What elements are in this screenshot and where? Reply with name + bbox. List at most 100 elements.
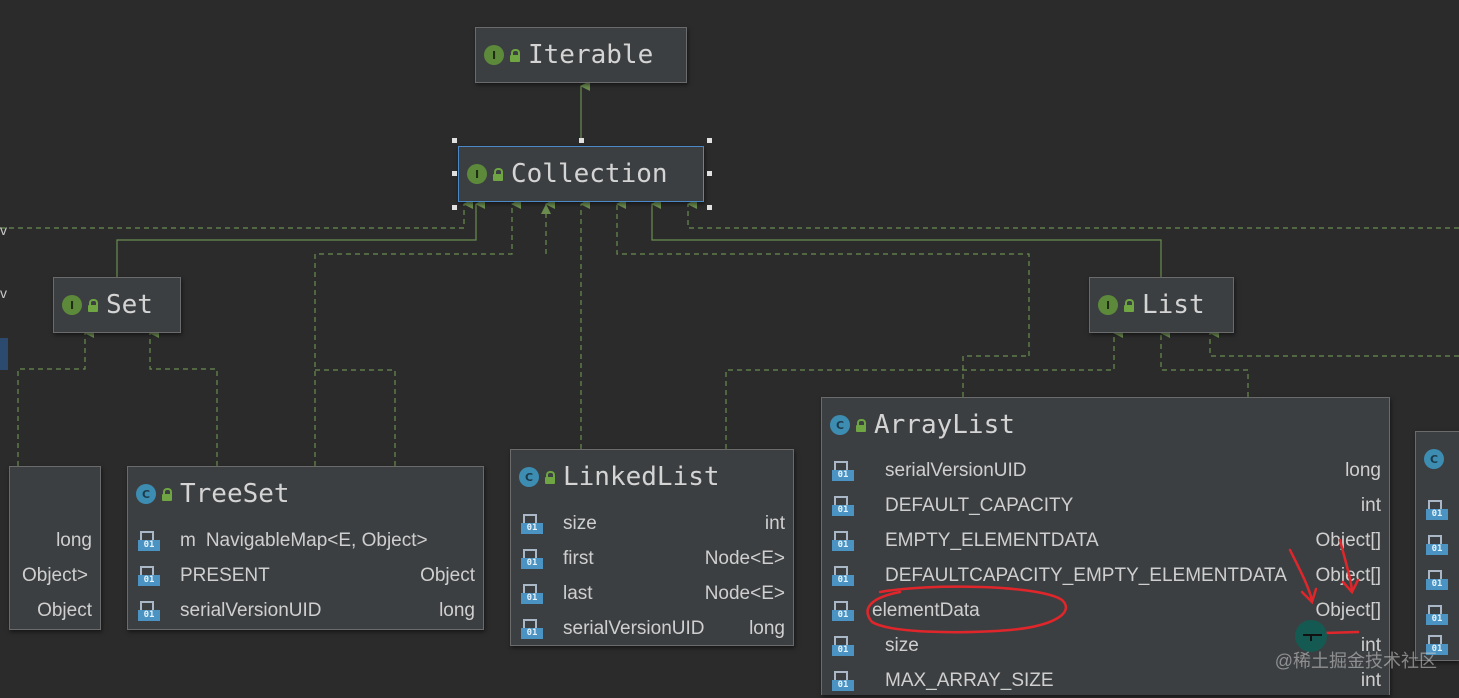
field-row: 01 first Node<E>: [511, 541, 793, 576]
edge-treeset-set: [149, 328, 218, 466]
field-row: 01: [1416, 527, 1459, 562]
lock-icon: [856, 418, 866, 432]
field-type: Node<E>: [704, 582, 785, 604]
field-row: 01 MAX_ARRAY_SIZE int: [822, 663, 1389, 698]
field-name: MAX_ARRAY_SIZE: [885, 669, 1054, 691]
field-row: 01 size int: [511, 506, 793, 541]
field-name: serialVersionUID: [180, 599, 322, 621]
field-icon: 01: [1426, 635, 1448, 655]
field-row: 01: [1416, 597, 1459, 632]
field-row: Object: [10, 593, 100, 628]
watermark: @稀土掘金技术社区: [1274, 651, 1437, 671]
field-icon: 01: [832, 496, 854, 516]
edge-left-set: [17, 328, 94, 466]
selection-handle[interactable]: [707, 138, 712, 143]
class-icon: C: [1424, 449, 1444, 469]
field-type: int: [1360, 494, 1381, 516]
field-name: first: [563, 547, 594, 569]
field-row: 01 last Node<E>: [511, 576, 793, 611]
field-type: Object: [420, 564, 475, 586]
field-row: 01 serialVersionUID long: [822, 453, 1389, 488]
selection-handle[interactable]: [452, 138, 457, 143]
field-row: 01 m NavigableMap<E, Object>: [128, 523, 483, 558]
field-type: long: [749, 617, 785, 639]
class-icon: C: [519, 467, 539, 487]
side-letter: v: [0, 222, 7, 238]
edge-arraylist-collection: [616, 199, 1030, 356]
field-icon: 01: [1426, 605, 1448, 625]
selection-handle[interactable]: [452, 205, 457, 210]
edge-list-collection: [651, 199, 1162, 277]
node-title: ArrayList: [874, 410, 1015, 440]
field-name: EMPTY_ELEMENTDATA: [885, 529, 1099, 551]
field-icon: 01: [832, 531, 854, 551]
edge-treeset-collection: [314, 199, 521, 466]
lock-icon: [510, 48, 520, 62]
field-type: NavigableMap<E, Object>: [205, 529, 428, 551]
field-icon: 01: [521, 619, 543, 639]
field-icon: 01: [1426, 570, 1448, 590]
field-name: size: [885, 634, 919, 656]
interface-icon: I: [1098, 295, 1118, 315]
field-icon: 01: [1426, 535, 1448, 555]
field-icon: 01: [1426, 500, 1448, 520]
selection-handle[interactable]: [707, 205, 712, 210]
node-linkedlist[interactable]: C LinkedList 01 size int 01 first Node<E…: [510, 449, 794, 646]
selection-handle[interactable]: [452, 171, 457, 176]
field-type: int: [764, 512, 785, 534]
field-type: Node<E>: [704, 547, 785, 569]
field-type: long: [56, 529, 92, 551]
class-icon: C: [830, 415, 850, 435]
field-icon: 01: [521, 514, 543, 534]
selection-handle[interactable]: [579, 138, 584, 143]
node-partial-right[interactable]: C 01 01 01 01 01: [1415, 431, 1459, 661]
field-type: Object[]: [1315, 599, 1381, 621]
field-icon: 01: [521, 549, 543, 569]
field-icon: 01: [832, 601, 854, 621]
field-type: int: [1360, 634, 1381, 656]
field-type: int: [1360, 669, 1381, 691]
edge-arraylist-top: [962, 355, 1029, 397]
lock-icon: [493, 167, 503, 181]
field-icon: 01: [138, 601, 160, 621]
side-letter: v: [0, 285, 7, 301]
node-collection[interactable]: I Collection: [458, 146, 704, 202]
node-title: LinkedList: [563, 462, 720, 492]
edge-far-right-collection: [687, 199, 1459, 229]
field-type: long: [1345, 459, 1381, 481]
field-row: 01 DEFAULTCAPACITY_EMPTY_ELEMENTDATA Obj…: [822, 558, 1389, 593]
node-title: List: [1142, 290, 1205, 320]
node-partial-left[interactable]: long Object> Object: [9, 466, 101, 630]
field-icon: 01: [832, 671, 854, 691]
node-title: Set: [106, 290, 153, 320]
edge-set-collection: [116, 199, 485, 277]
node-treeset[interactable]: C TreeSet 01 m NavigableMap<E, Object> 0…: [127, 466, 484, 630]
node-list[interactable]: I List: [1089, 277, 1234, 333]
edge-arraylist-list: [1160, 328, 1249, 397]
field-row: 01 PRESENT Object: [128, 558, 483, 593]
field-name: serialVersionUID: [563, 617, 705, 639]
field-row: 01 size int: [822, 628, 1389, 663]
node-set[interactable]: I Set: [53, 277, 181, 333]
edge-far-left-collection: [0, 199, 473, 229]
class-icon: C: [136, 484, 156, 504]
node-title: Iterable: [528, 40, 654, 70]
field-icon: 01: [832, 566, 854, 586]
field-icon: 01: [138, 531, 160, 551]
field-type: Object>: [21, 564, 88, 586]
selection-handle[interactable]: [707, 171, 712, 176]
field-icon: 01: [138, 566, 160, 586]
field-name: serialVersionUID: [885, 459, 1027, 481]
node-iterable[interactable]: I Iterable: [475, 27, 687, 83]
field-name: size: [563, 512, 597, 534]
field-row: 01 EMPTY_ELEMENTDATA Object[]: [822, 523, 1389, 558]
field-icon: 01: [832, 461, 854, 481]
field-type: Object[]: [1315, 564, 1381, 586]
side-highlight: [0, 338, 8, 370]
lock-icon: [545, 470, 555, 484]
field-name: DEFAULTCAPACITY_EMPTY_ELEMENTDATA: [885, 564, 1287, 586]
field-icon: 01: [832, 636, 854, 656]
field-row: 01 serialVersionUID long: [511, 611, 793, 646]
edge-treeset-other: [315, 369, 396, 466]
edge-linkedlist-list: [725, 328, 1123, 449]
